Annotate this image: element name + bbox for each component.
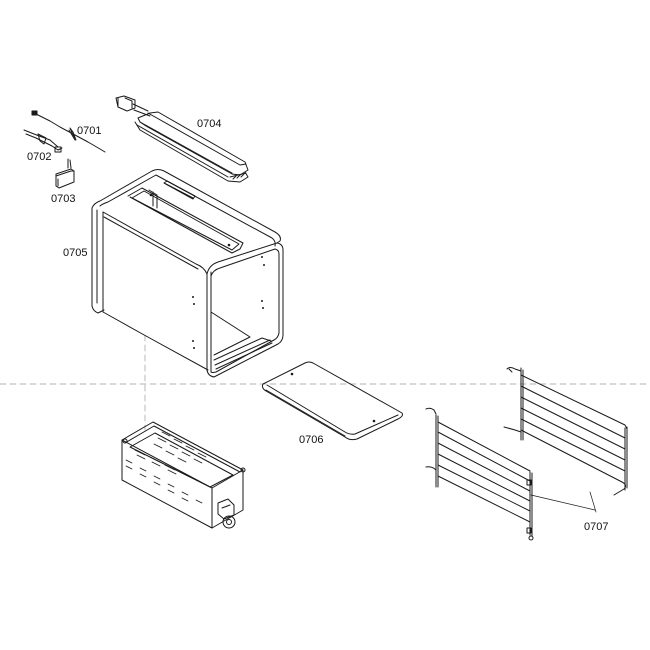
part-0704-control-housing [115, 95, 249, 183]
callout-0701: 0701 [77, 125, 102, 137]
part-heating-chassis [121, 421, 246, 529]
guide-lines [0, 334, 650, 431]
rack-front [425, 407, 534, 541]
callout-0705: 0705 [63, 247, 88, 259]
part-0702-connector [23, 129, 63, 153]
rack-back [503, 367, 628, 496]
part-0703-block [55, 158, 75, 189]
part-0701-cable [31, 110, 106, 153]
callout-0707: 0707 [584, 521, 609, 533]
leader-lines-0707 [530, 491, 597, 513]
callout-0704: 0704 [197, 118, 222, 130]
callout-0706: 0706 [299, 434, 324, 446]
part-0707-wire-racks [425, 367, 628, 541]
part-0706-crumb-tray [261, 361, 403, 441]
callout-0702: 0702 [27, 151, 52, 163]
part-0705-housing [91, 169, 284, 378]
callout-0703: 0703 [51, 193, 76, 205]
